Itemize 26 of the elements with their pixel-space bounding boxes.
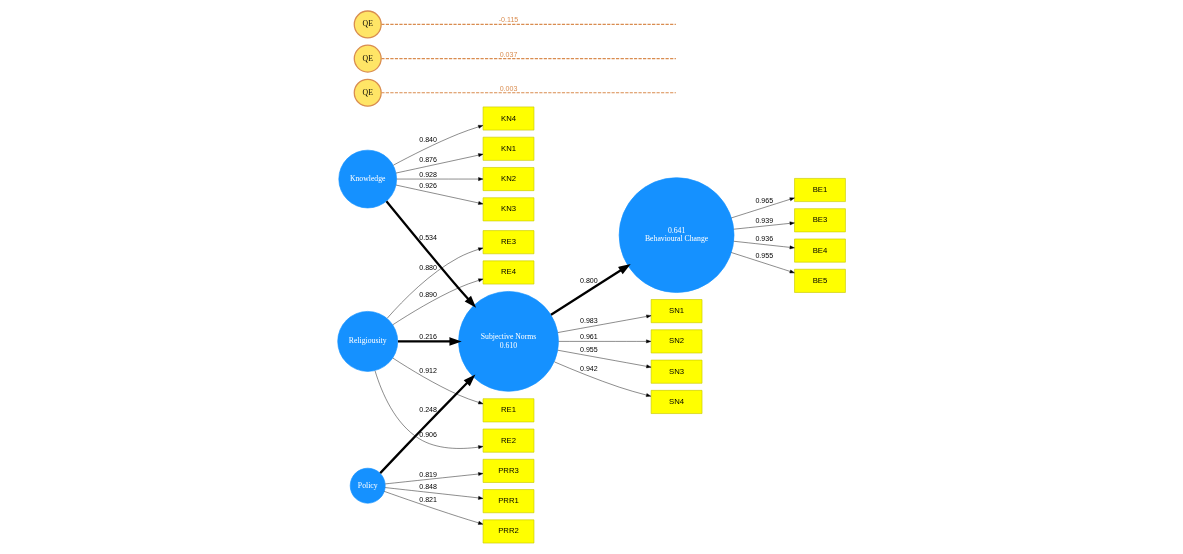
connector	[380, 58, 677, 60]
arrow	[396, 177, 484, 181]
connector	[380, 92, 677, 94]
arrow	[385, 200, 477, 308]
arrow	[733, 221, 795, 230]
arrow	[384, 472, 484, 485]
arrow	[550, 263, 631, 316]
arrow	[558, 339, 652, 344]
connector	[380, 23, 677, 26]
arrow	[393, 125, 484, 166]
arrow	[397, 337, 462, 346]
arrow	[392, 357, 484, 405]
arrow	[387, 247, 484, 319]
arrow	[395, 184, 484, 205]
arrow	[392, 278, 484, 325]
arrow	[554, 361, 652, 397]
arrow	[395, 153, 484, 174]
arrow	[374, 370, 484, 449]
arrow	[557, 350, 652, 369]
arrow	[384, 487, 484, 500]
arrow	[731, 252, 795, 274]
arrow	[379, 374, 476, 474]
arrow	[557, 314, 652, 333]
arrow	[731, 197, 795, 219]
arrow	[733, 241, 795, 250]
arrow	[384, 491, 484, 525]
